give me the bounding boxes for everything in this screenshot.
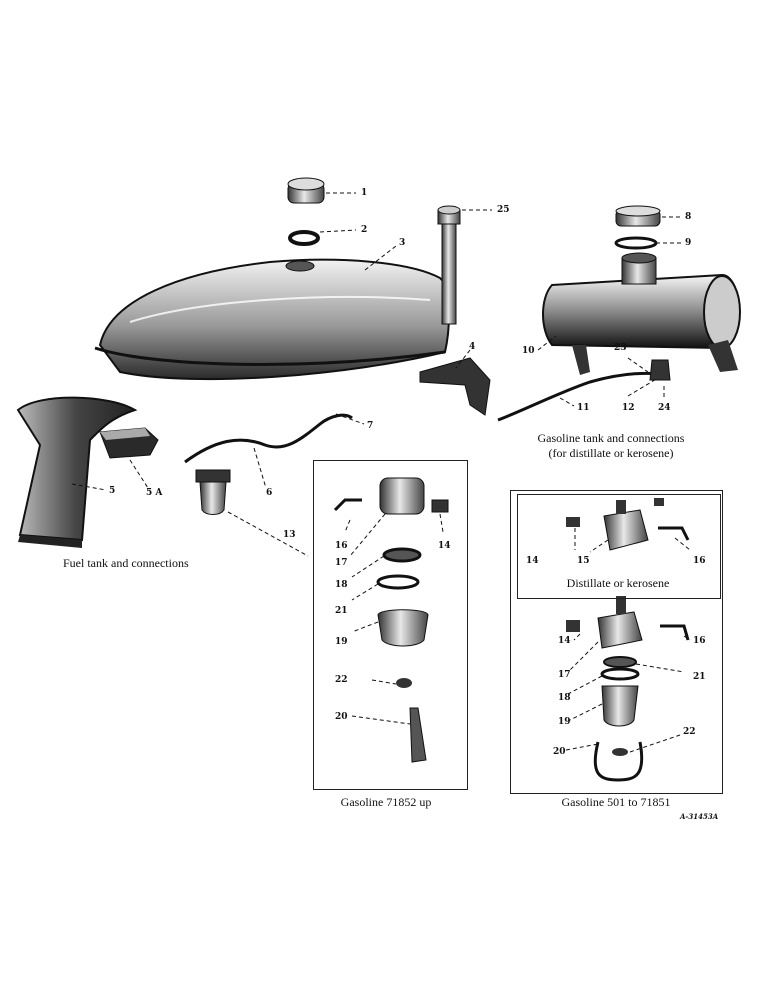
callout-9: 9	[685, 238, 692, 248]
caption-gasoline-tank-line2: (for distillate or kerosene)	[548, 446, 674, 460]
box3-callout-21: 21	[693, 672, 706, 682]
callout-7: 7	[367, 421, 374, 431]
box3-callout-22: 22	[683, 727, 696, 737]
box3-callout-19: 19	[558, 717, 571, 727]
callout-1: 1	[361, 188, 368, 198]
leader-lines	[71, 192, 691, 753]
callout-4: 4	[469, 342, 476, 352]
box1-parts	[333, 477, 449, 763]
caption-distillate: Distillate or kerosene	[566, 576, 670, 590]
callout-5a: 5 A	[146, 488, 163, 498]
box2-callout-15: 15	[577, 556, 590, 566]
drawing-reference: A-31453A	[680, 812, 719, 821]
shutoff-valve	[649, 359, 671, 381]
caption-fuel-tank: Fuel tank and connections	[63, 556, 189, 570]
callout-3: 3	[399, 238, 406, 248]
box1-callout-20: 20	[335, 712, 348, 722]
caption-gasoline-tank-line1: Gasoline tank and connections	[537, 431, 685, 445]
box3-callout-18: 18	[558, 693, 571, 703]
fuel-line	[184, 413, 353, 464]
box1-callout-21: 21	[335, 606, 348, 616]
callout-13: 13	[283, 530, 296, 540]
box3-callout-17: 17	[558, 670, 571, 680]
box3-callout-20: 20	[553, 747, 566, 757]
box1-callout-17: 17	[335, 558, 348, 568]
callout-2: 2	[361, 225, 368, 235]
box1-callout-19: 19	[335, 637, 348, 647]
callout-11: 11	[577, 403, 590, 413]
caption-gasoline-501: Gasoline 501 to 71851	[561, 795, 671, 809]
cap-gasket	[288, 230, 320, 246]
box2-callout-14: 14	[526, 556, 539, 566]
tank-bracket	[419, 357, 491, 416]
gas-cap-gasket	[614, 236, 658, 250]
tank-support	[16, 396, 138, 548]
gas-line	[497, 371, 661, 422]
box1-callout-22: 22	[335, 675, 348, 685]
box1-callout-18: 18	[335, 580, 348, 590]
box2-parts	[566, 498, 690, 551]
support-pad	[99, 427, 159, 459]
fuel-tank	[94, 258, 450, 381]
box-distillate	[517, 494, 721, 599]
callout-5: 5	[109, 486, 116, 496]
box3-callout-16: 16	[693, 636, 706, 646]
box1-callout-16: 16	[335, 541, 348, 551]
box1-callout-14: 14	[438, 541, 451, 551]
callout-8: 8	[685, 212, 692, 222]
tank-cap	[287, 177, 325, 204]
gauge-tube	[437, 205, 461, 325]
callout-12: 12	[622, 403, 635, 413]
box-gasoline-501	[510, 490, 723, 794]
callout-25: 25	[497, 205, 510, 215]
gasoline-tank	[542, 252, 741, 375]
box3-parts	[566, 596, 690, 782]
caption-gasoline-71852: Gasoline 71852 up	[340, 795, 432, 809]
callout-6: 6	[266, 488, 273, 498]
callout-24: 24	[658, 403, 671, 413]
box2-callout-16: 16	[693, 556, 706, 566]
callout-23: 23	[614, 343, 627, 353]
strainer-assembly	[195, 469, 231, 515]
box-gasoline-71852	[313, 460, 468, 790]
gas-tank-cap	[615, 205, 661, 227]
callout-10: 10	[522, 346, 535, 356]
box3-callout-14: 14	[558, 636, 571, 646]
